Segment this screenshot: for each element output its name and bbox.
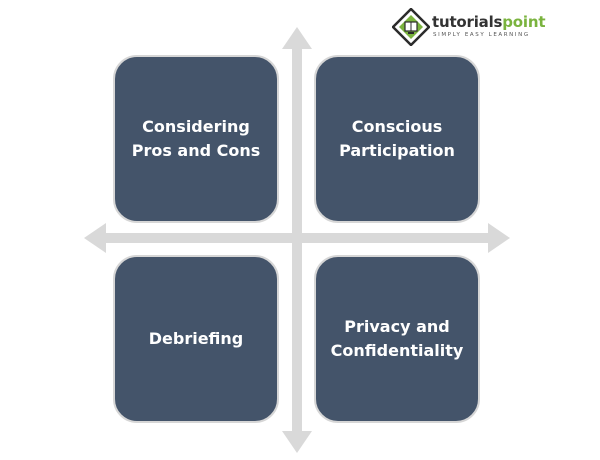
quadrant-label-top-right: Conscious Participation xyxy=(339,117,455,160)
quadrant-box-bottom-right: Privacy and Confidentiality xyxy=(314,255,480,423)
quadrant-box-bottom-left: Debriefing xyxy=(113,255,279,423)
tutorialspoint-logo: tutorialspoint SIMPLY EASY LEARNING xyxy=(392,8,546,48)
quadrant-label-top-left: Considering Pros and Cons xyxy=(131,117,261,160)
logo-mark-icon xyxy=(392,8,430,46)
quadrant-label-bottom-left: Debriefing xyxy=(148,329,244,348)
logo-wordmark-part1: tutorials xyxy=(432,13,503,31)
quadrant-box-top-right: Conscious Participation xyxy=(314,55,480,223)
quadrant-box-top-left: Considering Pros and Cons xyxy=(113,55,279,223)
logo-wordmark: tutorialspoint xyxy=(432,13,546,31)
quadrant-label-bottom-right: Privacy and Confidentiality xyxy=(330,317,464,360)
horizontal-axis-arrow xyxy=(84,223,510,253)
logo-wordmark-part2: point xyxy=(502,13,546,31)
logo-tagline: SIMPLY EASY LEARNING xyxy=(433,32,530,38)
